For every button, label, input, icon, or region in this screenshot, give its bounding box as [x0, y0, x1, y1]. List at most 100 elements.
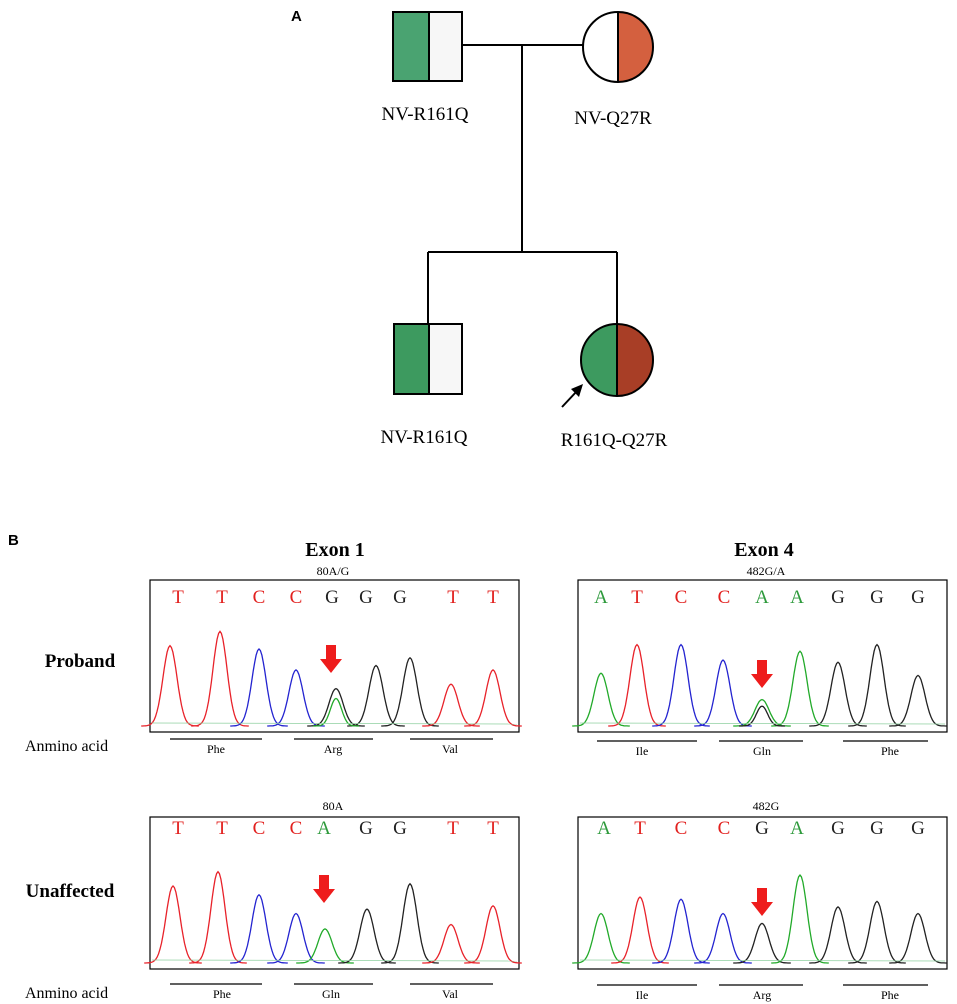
son-label: NV-R161Q — [381, 427, 468, 448]
trace-noise — [151, 722, 518, 725]
trace-peak-T — [141, 644, 199, 727]
base-call-C: C — [253, 587, 266, 608]
base-call-G: G — [393, 818, 407, 839]
trace-peak-G — [848, 900, 906, 964]
base-call-T: T — [447, 818, 459, 839]
amino-acid-val: Val — [442, 742, 459, 756]
base-call-A: A — [755, 587, 769, 608]
red-arrow-icon — [320, 645, 342, 673]
amino-acid-arg: Arg — [753, 988, 771, 1002]
chromatogram-panel: B Exon 1 Exon 4 Proband Unaffected Anmin… — [8, 532, 948, 1002]
amino-acid-ile: Ile — [636, 744, 649, 758]
amino-acid-phe: Phe — [881, 988, 899, 1002]
mutation-site-label: 80A/G — [317, 564, 350, 578]
base-call-T: T — [216, 587, 228, 608]
base-call-C: C — [253, 818, 266, 839]
amino-acid-phe: Phe — [881, 744, 899, 758]
father-paternal-half — [393, 12, 429, 81]
row-label-proband: Proband — [45, 651, 116, 672]
base-call-C: C — [718, 818, 731, 839]
amino-acid-val: Val — [442, 987, 459, 1001]
base-call-G: G — [393, 587, 407, 608]
amino-acid-gln: Gln — [753, 744, 771, 758]
trace-peak-A — [572, 672, 630, 727]
trace-noise — [579, 722, 946, 725]
trace-peak-T — [422, 683, 480, 727]
trace-noise — [151, 959, 518, 962]
trace-peak-C — [652, 898, 710, 964]
trace-peak-G — [347, 664, 405, 727]
panel-a-label: A — [291, 8, 302, 25]
red-arrow-icon — [751, 888, 773, 916]
base-call-G: G — [831, 818, 845, 839]
base-call-T: T — [447, 587, 459, 608]
trace-noise — [579, 959, 946, 962]
trace-peak-C — [694, 659, 752, 727]
column-title-exon1: Exon 1 — [305, 539, 364, 561]
red-arrow-icon — [313, 875, 335, 903]
red-arrow-icon — [751, 660, 773, 688]
base-call-G: G — [870, 818, 884, 839]
son-paternal-half — [394, 324, 429, 394]
base-call-T: T — [634, 818, 646, 839]
trace-peak-G — [889, 912, 947, 964]
amino-acid-label-unaffected: Anmino acid — [25, 985, 108, 1002]
trace-peak-T — [189, 870, 247, 964]
base-call-C: C — [290, 587, 303, 608]
father-label: NV-R161Q — [382, 104, 469, 125]
amino-acid-arg: Arg — [324, 742, 342, 756]
trace-peak-G — [338, 908, 396, 964]
base-call-A: A — [790, 587, 804, 608]
mutation-site-label: 80A — [323, 799, 344, 813]
row-label-unaffected: Unaffected — [26, 881, 115, 902]
amino-acid-phe: Phe — [213, 987, 231, 1001]
pedigree-lines — [427, 44, 618, 324]
base-call-C: C — [718, 587, 731, 608]
mother-maternal-half — [618, 12, 653, 82]
base-call-A: A — [597, 818, 611, 839]
base-call-T: T — [631, 587, 643, 608]
pedigree-proband: R161Q-Q27R — [561, 323, 668, 451]
proband-arrow-shaft — [561, 390, 578, 408]
proband-maternal-half — [617, 324, 653, 396]
column-title-exon4: Exon 4 — [734, 539, 793, 561]
proband-label: R161Q-Q27R — [561, 430, 668, 451]
base-call-A: A — [790, 818, 804, 839]
trace-peak-overlay-G — [739, 705, 785, 727]
trace-box — [149, 816, 520, 970]
base-call-G: G — [359, 587, 373, 608]
trace-peak-G — [889, 674, 947, 727]
trace-peak-T — [608, 643, 666, 727]
amino-acid-phe: Phe — [207, 742, 225, 756]
pedigree-mother: NV-Q27R — [574, 11, 654, 129]
proband-paternal-half — [581, 324, 617, 396]
base-call-G: G — [359, 818, 373, 839]
amino-acid-ile: Ile — [636, 988, 649, 1002]
base-call-T: T — [172, 587, 184, 608]
mother-label: NV-Q27R — [574, 108, 652, 129]
base-call-A: A — [317, 818, 331, 839]
pedigree-panel: A NV-R161Q NV-Q27R — [291, 8, 668, 451]
proband-arrow-icon — [571, 384, 583, 397]
base-call-T: T — [487, 818, 499, 839]
base-call-T: T — [216, 818, 228, 839]
trace-peak-T — [611, 896, 669, 964]
base-call-G: G — [911, 587, 925, 608]
base-call-G: G — [831, 587, 845, 608]
trace-peak-C — [267, 912, 325, 964]
base-call-G: G — [870, 587, 884, 608]
base-call-C: C — [675, 587, 688, 608]
trace-peak-G — [381, 656, 439, 727]
trace-peak-overlay-A — [313, 697, 359, 727]
base-call-G: G — [325, 587, 339, 608]
trace-peak-G — [733, 922, 791, 964]
trace-peak-C — [267, 669, 325, 727]
base-call-C: C — [290, 818, 303, 839]
base-call-T: T — [487, 587, 499, 608]
